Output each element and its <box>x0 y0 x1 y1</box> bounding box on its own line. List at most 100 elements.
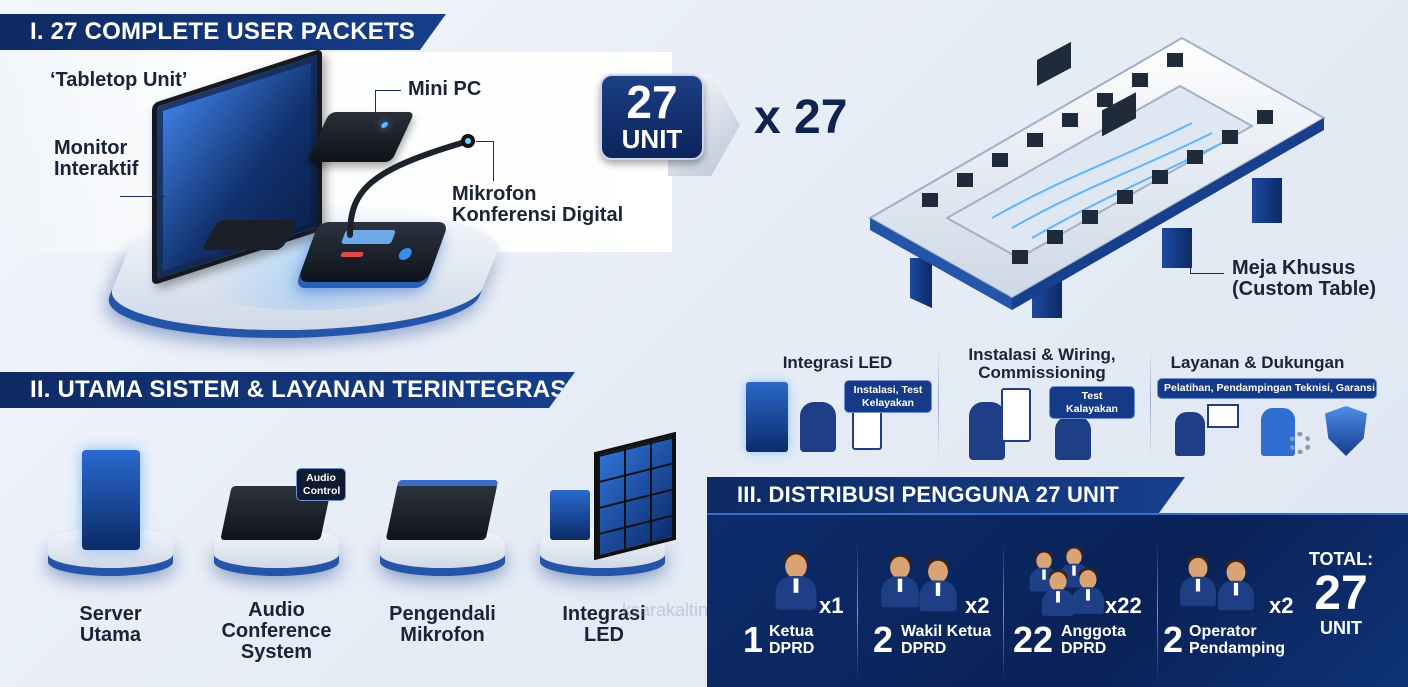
mic-label-line2: Konferensi Digital <box>452 204 624 226</box>
dist-role-line2: DPRD <box>769 640 815 658</box>
server-icon <box>82 450 140 550</box>
table-label-line1: Meja Khusus <box>1232 257 1356 279</box>
item-label-line1: Audio <box>248 599 305 621</box>
service-instalasi-wiring: Instalasi & Wiring, Commissioning Test K… <box>945 340 1140 465</box>
person-icon <box>1041 570 1075 616</box>
dist-count: 1 <box>743 619 764 660</box>
item-label: Pengendali Mikrofon <box>360 604 525 646</box>
audio-control-chip: Audio Control <box>296 468 346 502</box>
led-wall-icon <box>594 431 676 561</box>
total-unit: UNIT <box>1320 618 1362 638</box>
monitor-label: Monitor Interaktif <box>54 138 138 180</box>
clipboard-icon <box>1001 388 1031 442</box>
monitor-label-line1: Monitor <box>54 137 128 159</box>
mic-label-line1: Mikrofon <box>452 183 537 205</box>
microphone-gooseneck-icon <box>347 134 475 238</box>
monitor-callout <box>120 196 165 197</box>
total-value: 27 <box>1314 567 1368 620</box>
dist-item-wakil: x2 2 Wakil Ketua DPRD <box>869 545 999 685</box>
total-box: TOTAL: 27 UNIT <box>1305 549 1377 649</box>
dist-count: 22 <box>1013 619 1054 660</box>
person-icon <box>919 558 957 612</box>
dist-multiplier: x22 <box>1105 593 1142 618</box>
monitor-label-line2: Interaktif <box>54 158 139 180</box>
item-label-line2: Utama <box>79 624 142 646</box>
dist-role: Anggota DPRD <box>1061 623 1126 658</box>
dist-role-line1: Operator <box>1189 623 1257 640</box>
dist-divider <box>857 541 858 681</box>
item-label: Integrasi LED <box>524 604 684 646</box>
mic-controller-icon <box>385 480 499 540</box>
item-label: Audio Conference System <box>194 600 359 663</box>
dist-multiplier: x1 <box>819 593 844 618</box>
person-icon <box>1071 568 1105 614</box>
headset-person-icon <box>1218 559 1254 611</box>
service-divider <box>938 345 939 460</box>
dist-role-line2: DPRD <box>901 640 947 658</box>
total-label: TOTAL: <box>1308 549 1374 569</box>
dist-divider <box>1157 541 1158 681</box>
item-label-line1: Integrasi <box>562 603 646 625</box>
item-label-line1: Pengendali <box>389 603 496 625</box>
dist-role: Ketua DPRD <box>769 623 814 658</box>
dist-divider <box>1003 541 1004 681</box>
worker-icon <box>969 402 1005 460</box>
dist-multiplier: x2 <box>965 593 990 618</box>
checklist-icon <box>852 410 882 450</box>
service-chip: Test Kalayakan <box>1049 386 1135 420</box>
item-label-line3: System <box>240 641 313 663</box>
dist-count: 2 <box>873 619 894 660</box>
distribution-panel: x1 1 Ketua DPRD x2 2 Wakil Ketua DPRD x2… <box>707 513 1408 687</box>
table-callout <box>1190 240 1224 274</box>
section3-banner: III. DISTRIBUSI PENGGUNA 27 UNIT <box>707 477 1185 513</box>
item-label-line2: Conference <box>221 620 332 642</box>
dist-role-line1: Anggota <box>1061 623 1126 640</box>
mic-label: Mikrofon Konferensi Digital <box>452 184 623 226</box>
section2-banner: II. UTAMA SISTEM & LAYANAN TERINTEGRASI <box>0 372 575 408</box>
item-label-line2: LED <box>584 624 624 646</box>
table-label: Meja Khusus (Custom Table) <box>1232 258 1376 300</box>
section1-banner: I. 27 COMPLETE USER PACKETS <box>0 14 446 50</box>
led-server-icon <box>550 490 590 540</box>
service-title: Layanan & Dukungan <box>1170 353 1345 372</box>
item-label-line2: Mikrofon <box>400 624 485 646</box>
watermark: ksarakaltin <box>622 600 709 620</box>
system-item-mic-controller: Pengendali Mikrofon <box>370 430 515 660</box>
system-item-server: Server Utama <box>38 430 183 660</box>
presentation-icon <box>1207 404 1239 428</box>
technician-icon <box>800 402 836 452</box>
item-label: Server Utama <box>38 604 183 646</box>
unit-badge-number: 27 <box>626 76 678 128</box>
service-divider <box>1150 345 1151 460</box>
service-integrasi-led: Integrasi LED Instalasi, Test Kelayakan <box>740 340 935 465</box>
minipc-label: Mini PC <box>408 78 482 100</box>
dist-role: Operator Pendamping <box>1189 623 1285 658</box>
dist-count: 2 <box>1163 619 1184 660</box>
multiplier-text: x 27 <box>754 91 848 144</box>
headset-person-icon <box>1180 555 1216 607</box>
dist-item-anggota: x22 22 Anggota DPRD <box>1013 545 1153 685</box>
mic-led-red <box>340 252 364 257</box>
service-layanan-dukungan: Layanan & Dukungan Pelatihan, Pendamping… <box>1155 340 1385 465</box>
dist-role-line1: Wakil Ketua <box>901 623 992 640</box>
mic-button <box>397 248 414 260</box>
dist-role-line2: Pendamping <box>1189 640 1286 658</box>
dist-item-ketua: x1 1 Ketua DPRD <box>743 545 859 685</box>
dist-multiplier: x2 <box>1269 593 1294 618</box>
system-item-led: Integrasi LED <box>530 430 690 660</box>
service-chip: Instalasi, Test Kelayakan <box>844 380 932 414</box>
unit-badge-text: UNIT <box>621 124 683 154</box>
minipc-callout <box>375 90 401 126</box>
trainer-icon <box>1175 412 1205 456</box>
server-rack-icon <box>746 382 788 452</box>
mic-callout <box>476 141 494 181</box>
dist-role: Wakil Ketua DPRD <box>901 623 991 658</box>
custom-table-icon <box>867 36 1327 318</box>
person-icon <box>775 552 817 610</box>
shield-icon <box>1325 406 1367 456</box>
gear-icon <box>1289 432 1311 454</box>
system-item-audio: Audio Control Audio Conference System <box>204 430 349 663</box>
wiring-worker-icon <box>1055 416 1091 460</box>
service-title: Integrasi LED <box>782 353 893 372</box>
item-label-line1: Server <box>79 603 142 625</box>
